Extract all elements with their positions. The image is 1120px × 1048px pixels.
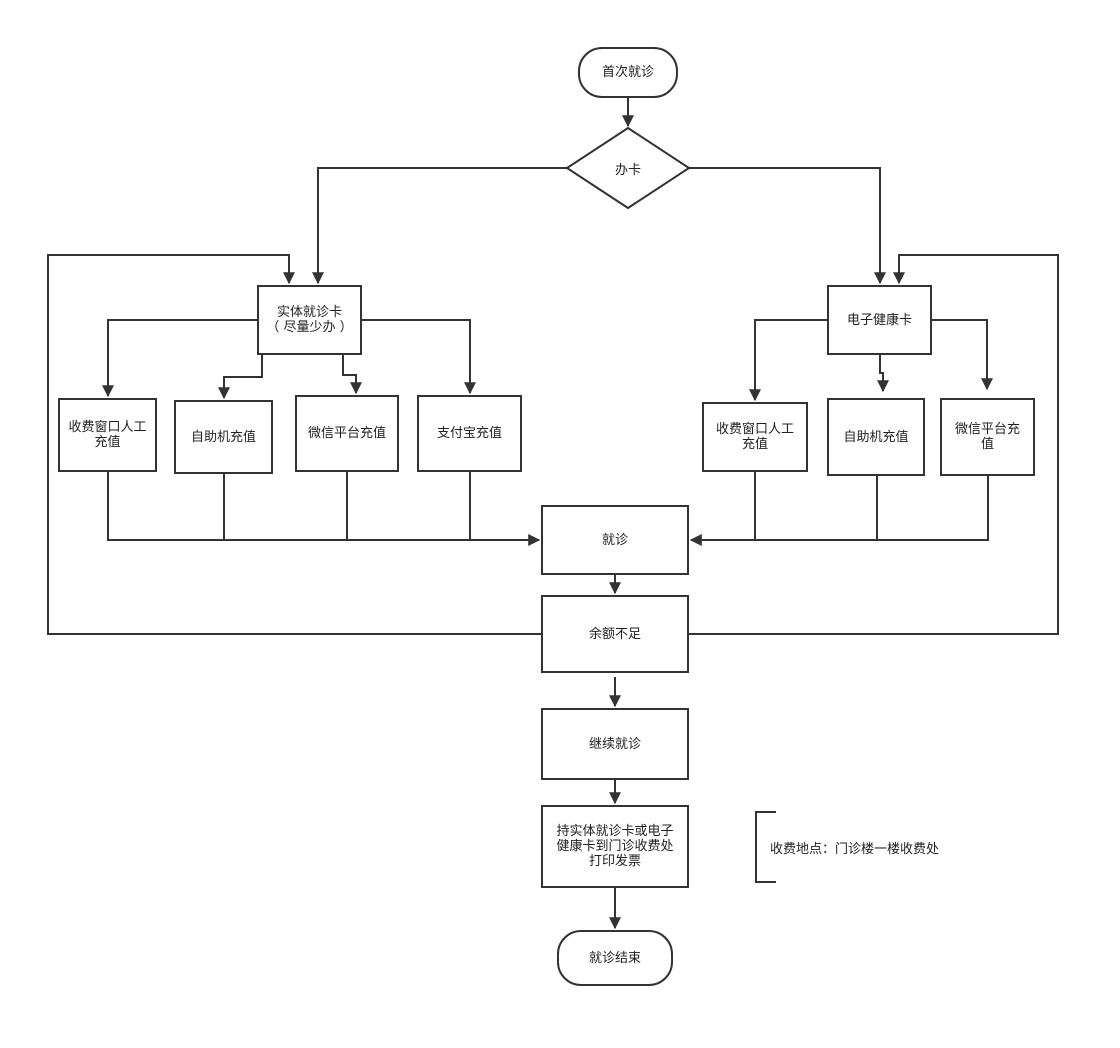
physical-card-label: 实体就诊卡 （ 尽量少办 ） — [266, 305, 353, 335]
edge-physical-window — [102, 319, 257, 398]
e-window-recharge-label: 收费窗口人工 充值 — [715, 422, 794, 452]
visit-label: 就诊 — [601, 532, 628, 548]
edge-right-recharge-visit — [689, 476, 989, 546]
physical-card-node: 实体就诊卡 （ 尽量少办 ） — [257, 285, 362, 355]
edge-lowbalance-loop-left — [47, 254, 541, 635]
payment-location-note: 收费地点：门诊楼一楼收费处 — [770, 842, 940, 857]
physical-window-recharge-label: 收费窗口人工 充值 — [68, 420, 147, 450]
continue-visit-node: 继续就诊 — [541, 708, 689, 780]
start-node: 首次就诊 — [578, 47, 678, 98]
start-label: 首次就诊 — [601, 65, 654, 80]
physical-alipay-recharge-label: 支付宝充值 — [436, 426, 502, 441]
edge-physical-machine — [218, 355, 263, 400]
edge-decision-physical — [312, 167, 567, 285]
edge-physical-wechat — [342, 355, 362, 395]
low-balance-node: 余额不足 — [541, 595, 689, 673]
e-card-node: 电子健康卡 — [827, 285, 932, 355]
e-window-recharge-node: 收费窗口人工 充值 — [702, 402, 808, 472]
physical-window-recharge-node: 收费窗口人工 充值 — [58, 398, 157, 472]
edge-physical-alipay — [362, 319, 476, 395]
print-invoice-node: 持实体就诊卡或电子 健康卡到门诊收费处 打印发票 — [541, 805, 689, 888]
edge-ecard-wechat — [932, 319, 993, 391]
e-wechat-recharge-node: 微信平台充 值 — [940, 398, 1035, 476]
decision-diamond — [565, 126, 691, 210]
edge-ecard-machine — [877, 355, 889, 393]
physical-machine-recharge-label: 自助机充值 — [190, 429, 256, 445]
e-card-label: 电子健康卡 — [846, 312, 912, 328]
e-machine-recharge-label: 自助机充值 — [843, 429, 909, 445]
e-machine-recharge-node: 自助机充值 — [827, 398, 925, 476]
visit-node: 就诊 — [541, 505, 689, 575]
decision-label: 办卡 — [567, 128, 689, 208]
end-label: 就诊结束 — [588, 950, 641, 966]
end-node: 就诊结束 — [557, 930, 673, 986]
continue-visit-label: 继续就诊 — [588, 736, 641, 752]
physical-alipay-recharge-node: 支付宝充值 — [417, 395, 522, 472]
decision-label-text: 办卡 — [614, 162, 641, 178]
low-balance-label: 余额不足 — [588, 626, 641, 642]
edge-left-recharge-visit — [107, 472, 541, 546]
physical-machine-recharge-node: 自助机充值 — [174, 400, 273, 474]
edge-ecard-window — [749, 319, 827, 402]
print-invoice-label: 持实体就诊卡或电子 健康卡到门诊收费处 打印发票 — [556, 824, 674, 869]
edge-decision-ecard — [689, 167, 886, 285]
e-wechat-recharge-label: 微信平台充 值 — [954, 422, 1020, 452]
physical-wechat-recharge-label: 微信平台充值 — [307, 426, 386, 441]
edge-lowbalance-loop-right — [689, 254, 1059, 635]
physical-wechat-recharge-node: 微信平台充值 — [295, 395, 399, 472]
note-bracket — [755, 811, 776, 883]
